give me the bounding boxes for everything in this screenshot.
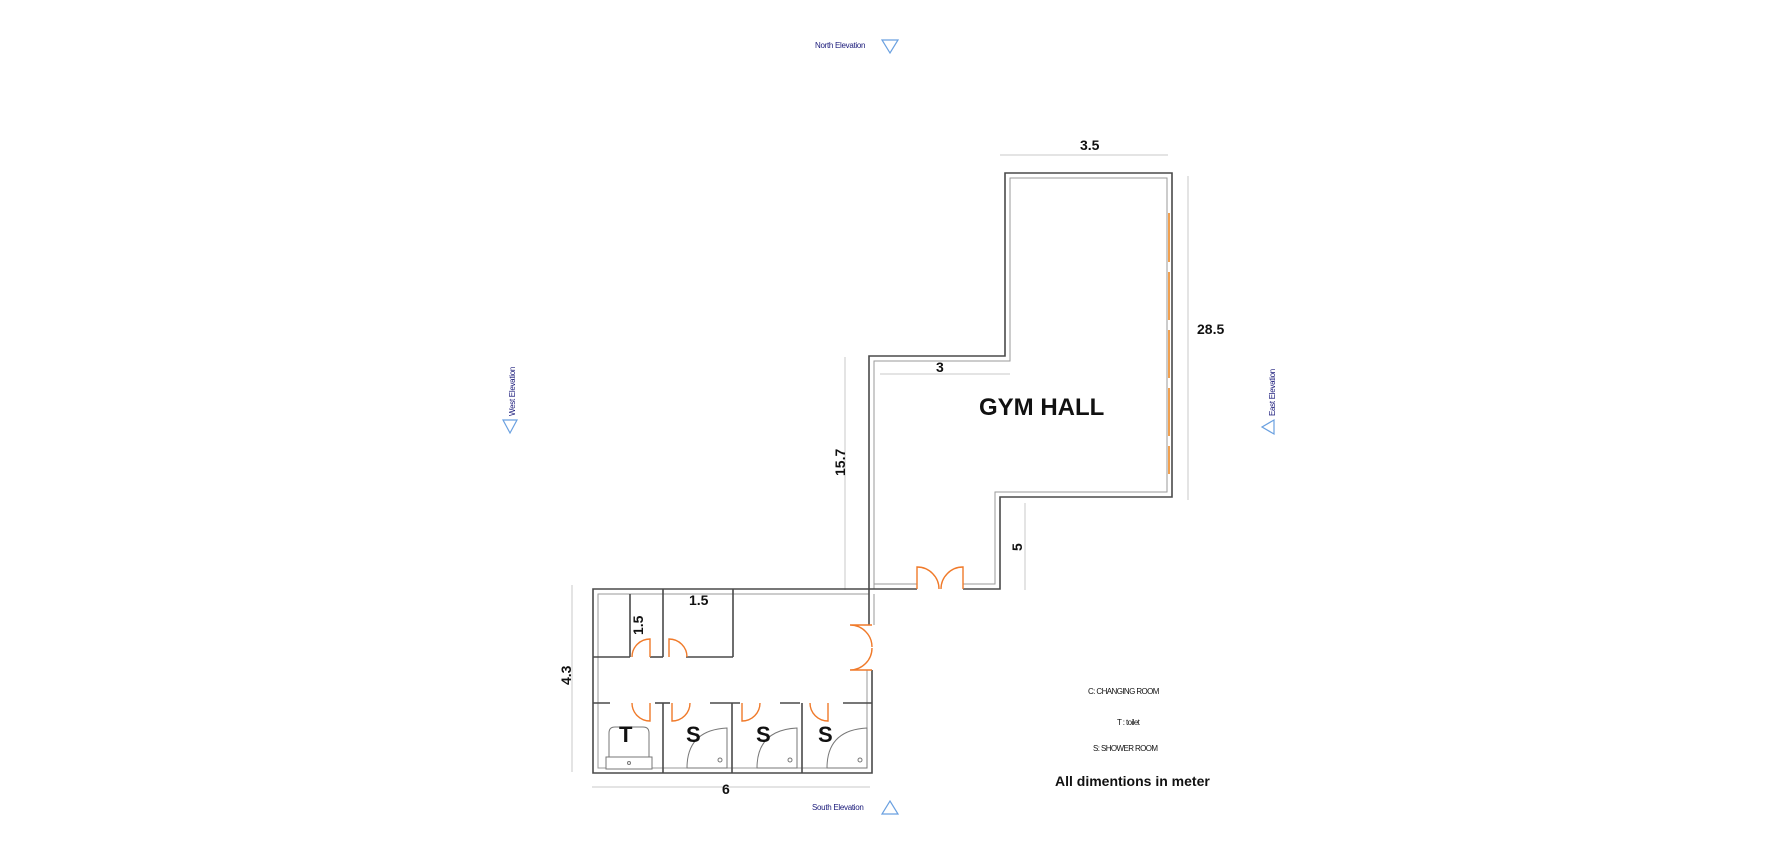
door-swing-icon (809, 702, 829, 722)
dim-gym-left-height: 15.7 (832, 449, 848, 476)
dim-gym-bottom-step: 5 (1009, 543, 1025, 551)
east-elevation-triangle-icon (1260, 418, 1275, 436)
dim-cubicle-height: 1.5 (630, 615, 646, 635)
door-swing-icon (631, 638, 651, 658)
legend-shower-room: S: SHOWER ROOM (1093, 744, 1158, 753)
dimension-lines (571, 154, 1189, 788)
west-elevation-label: West Elevation (508, 367, 517, 416)
dimensions-unit-note: All dimentions in meter (1055, 773, 1210, 789)
service-block-doors (631, 624, 873, 722)
toilet-fixture-icon (605, 726, 653, 770)
shower-tray-icon (686, 727, 728, 769)
service-block-walls (592, 588, 875, 774)
north-elevation-triangle-icon (880, 39, 900, 55)
south-elevation-triangle-icon (880, 799, 900, 815)
door-swing-icon (631, 702, 651, 722)
entrance-double-door-icon (849, 624, 873, 671)
west-elevation-marker: West Elevation (501, 367, 519, 435)
dim-block-height: 4.3 (558, 665, 574, 685)
dim-cubicle-width: 1.5 (689, 592, 709, 608)
north-elevation-marker: North Elevation (815, 39, 900, 55)
east-elevation-marker: East Elevation (1260, 369, 1277, 436)
door-swing-icon (668, 638, 688, 658)
door-swing-icon (741, 702, 761, 722)
east-elevation-label: East Elevation (1268, 369, 1277, 416)
gym-hall-label: GYM HALL (979, 394, 1104, 421)
west-elevation-triangle-icon (501, 419, 519, 435)
gym-hall-walls (868, 172, 1173, 590)
shower-room-mark: S (756, 722, 771, 747)
legend-toilet: T : toilet (1117, 718, 1141, 727)
dim-gym-right-height: 28.5 (1197, 321, 1224, 337)
shower-room-mark: S (686, 722, 701, 747)
door-swing-icon (671, 702, 691, 722)
shower-room-mark: S (818, 722, 833, 747)
south-elevation-marker: South Elevation (812, 799, 900, 815)
dim-block-width: 6 (722, 781, 730, 797)
shower-tray-icon (756, 727, 798, 769)
gym-double-door-icon (916, 566, 964, 590)
shower-tray-icon (826, 727, 868, 769)
north-elevation-label: North Elevation (815, 41, 865, 50)
legend-changing-room: C: CHANGING ROOM (1088, 687, 1160, 696)
dim-gym-step-width: 3 (936, 359, 944, 375)
dim-gym-top-width: 3.5 (1080, 137, 1100, 153)
south-elevation-label: South Elevation (812, 803, 864, 812)
toilet-room-mark: T (619, 722, 633, 747)
